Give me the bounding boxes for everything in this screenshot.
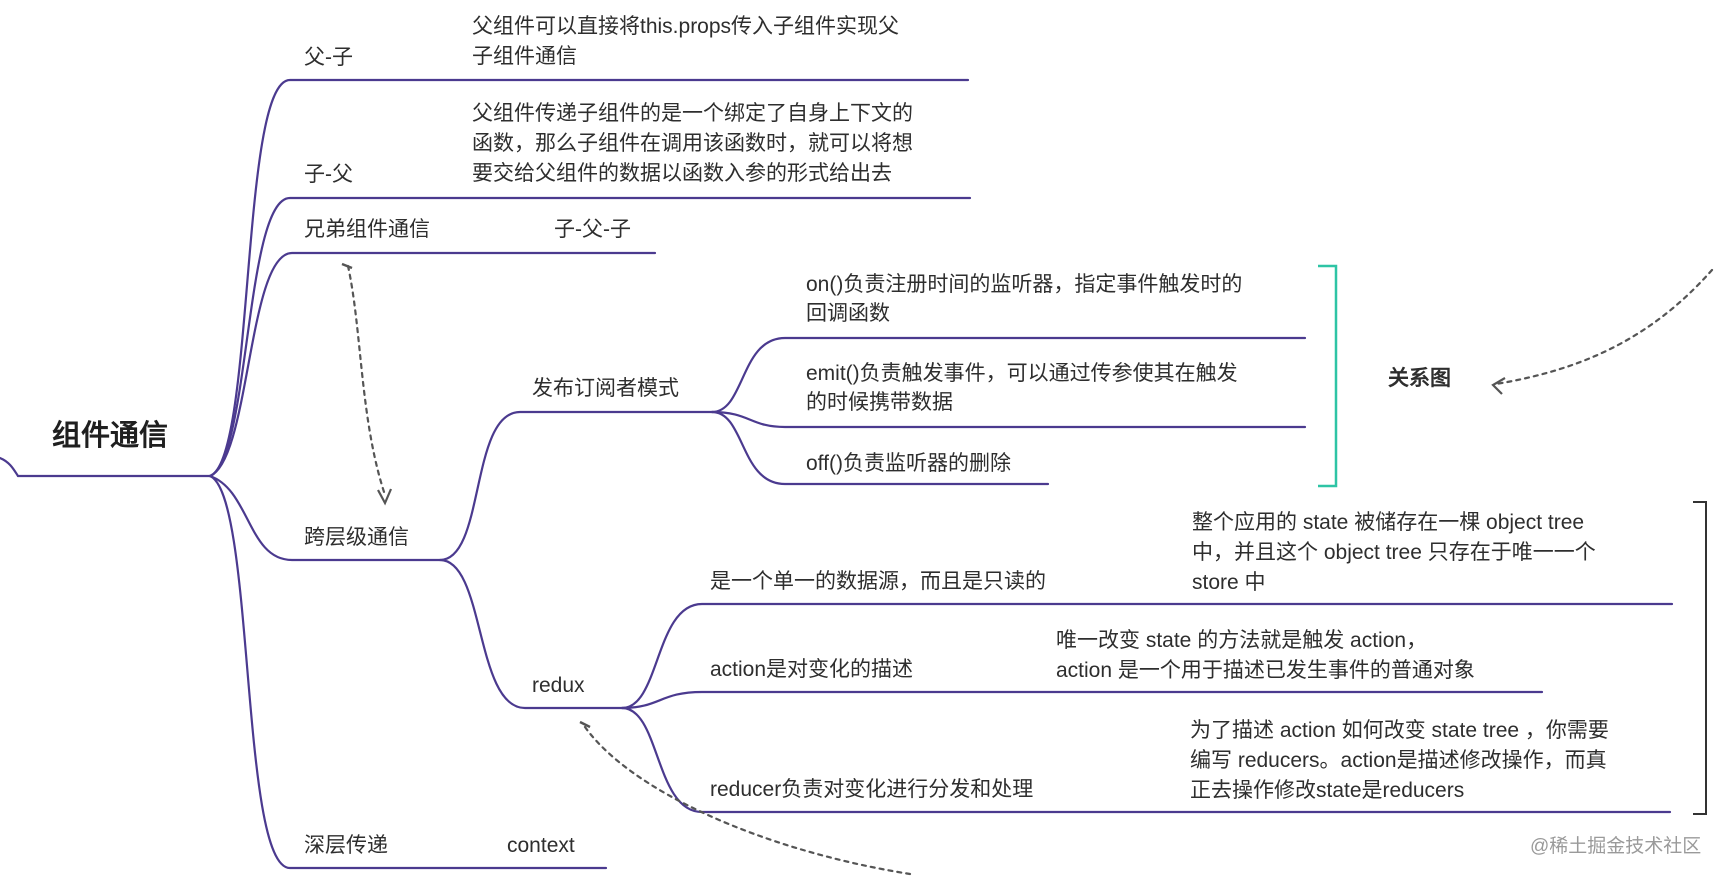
connector-off xyxy=(710,410,1050,486)
connector-emit xyxy=(710,410,1307,429)
pubsub-off: off()负责监听器的删除 xyxy=(806,452,1011,475)
reducer-desc-3: 正去操作修改state是reducers xyxy=(1190,779,1465,802)
branch-sibling: 兄弟组件通信 xyxy=(304,218,430,241)
deep-child: context xyxy=(507,834,575,857)
connector-action xyxy=(620,690,1544,710)
child-parent-desc-3: 要交给父组件的数据以函数入参的形式给出去 xyxy=(472,162,892,185)
connector-child-parent xyxy=(208,196,972,478)
pubsub-on-1: on()负责注册时间的监听器，指定事件触发时的 xyxy=(806,273,1243,296)
branch-deep: 深层传递 xyxy=(304,834,388,857)
single-source-desc-1: 整个应用的 state 被储存在一棵 object tree xyxy=(1192,511,1585,534)
redux-reducer: reducer负责对变化进行分发和处理 xyxy=(710,778,1034,801)
dashed-arrow-sibling-to-cross xyxy=(346,264,387,497)
arrowhead-sibling xyxy=(377,488,393,506)
parent-child-desc-1: 父组件可以直接将this.props传入子组件实现父 xyxy=(472,15,900,38)
reducer-desc-1: 为了描述 action 如何改变 state tree ，你需要 xyxy=(1190,719,1609,742)
connector-single-source xyxy=(620,602,1674,710)
pubsub-emit-1: emit()负责触发事件，可以通过传参使其在触发 xyxy=(806,362,1238,385)
watermark: @稀土掘金技术社区 xyxy=(1530,836,1702,857)
redux-single-source: 是一个单一的数据源，而且是只读的 xyxy=(710,570,1046,593)
branch-child-parent: 子-父 xyxy=(304,163,353,186)
connector-on xyxy=(710,336,1307,414)
connector-sibling xyxy=(208,251,657,478)
connector-redux xyxy=(438,558,624,710)
sibling-child: 子-父-子 xyxy=(554,218,631,241)
parent-child-desc-2: 子组件通信 xyxy=(472,45,577,68)
root-topic: 组件通信 xyxy=(52,420,169,452)
connector-reducer xyxy=(620,706,1672,814)
action-desc-2: action 是一个用于描述已发生事件的普通对象 xyxy=(1056,659,1475,682)
action-desc-1: 唯一改变 state 的方法就是触发 action， xyxy=(1056,629,1428,652)
redux-action: action是对变化的描述 xyxy=(710,658,914,681)
connector-pubsub xyxy=(438,410,714,562)
single-source-desc-2: 中，并且这个 object tree 只存在于唯一一个 xyxy=(1192,541,1596,564)
reducer-desc-2: 编写 reducers。action是描述修改操作，而真 xyxy=(1190,749,1607,772)
child-parent-desc-2: 函数，那么子组件在调用该函数时，就可以将想 xyxy=(472,132,913,155)
branch-parent-child: 父-子 xyxy=(304,46,353,69)
child-parent-desc-1: 父组件传递子组件的是一个绑定了自身上下文的 xyxy=(472,102,913,125)
relation-label: 关系图 xyxy=(1388,367,1451,390)
dashed-arrow-relation xyxy=(1494,268,1714,386)
dashed-arrow-redux xyxy=(583,725,912,876)
pubsub-topic: 发布订阅者模式 xyxy=(532,377,679,400)
arrowhead-relation xyxy=(1491,377,1506,395)
single-source-desc-3: store 中 xyxy=(1192,571,1266,594)
connector-cross-level xyxy=(208,474,442,562)
pubsub-on-2: 回调函数 xyxy=(806,302,890,325)
redux-bracket xyxy=(1693,501,1707,815)
pubsub-emit-2: 的时候携带数据 xyxy=(806,391,953,414)
redux-topic: redux xyxy=(532,674,585,697)
pubsub-bracket xyxy=(1318,264,1338,488)
connector-deep xyxy=(208,474,608,870)
branch-cross-level: 跨层级通信 xyxy=(304,526,409,549)
